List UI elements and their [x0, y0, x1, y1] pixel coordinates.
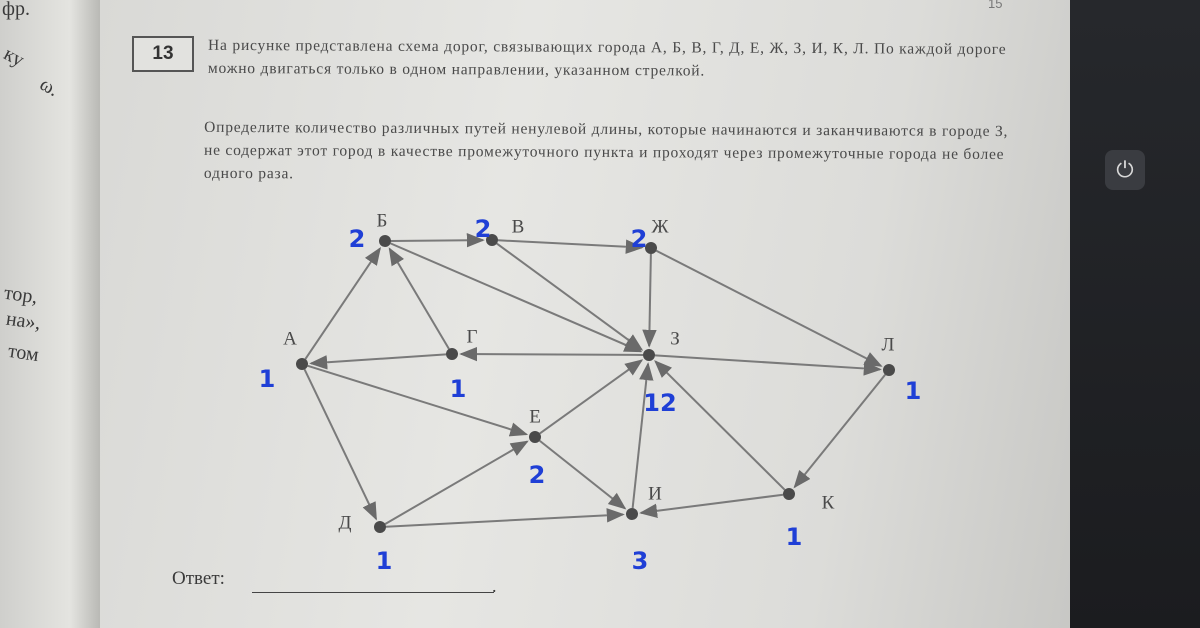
city-label-b: Б: [377, 210, 388, 231]
road-arrow-b-z: [390, 242, 643, 353]
road-arrow-v-z: [496, 242, 644, 351]
city-node-a: [296, 358, 308, 370]
handwritten-count-b: 2: [349, 225, 366, 253]
city-label-a: А: [283, 328, 297, 349]
road-arrow-i-z: [631, 362, 654, 509]
workbook-page: 15 13 На рисунке представлена схема доро…: [100, 0, 1080, 628]
road-arrow-k-i: [639, 493, 784, 518]
road-arrow-a-d: [303, 368, 378, 521]
road-arrow-k-z: [654, 360, 786, 491]
road-arrow-z-g: [459, 346, 644, 362]
handwritten-count-d: 1: [376, 547, 393, 575]
city-label-i: И: [648, 483, 662, 504]
road-arrow-zh-l: [655, 249, 883, 367]
city-label-k: К: [822, 492, 835, 513]
handwritten-count-i: 3: [632, 547, 649, 575]
handwritten-count-v: 2: [475, 215, 492, 243]
left-fragment: фр.: [2, 0, 30, 20]
city-label-v: В: [512, 216, 525, 237]
city-label-g: Г: [467, 326, 478, 347]
task-number-box: 13: [132, 36, 194, 72]
city-label-e: Е: [529, 406, 541, 427]
city-node-v: [486, 234, 498, 246]
road-arrow-v-zh: [497, 239, 644, 254]
answer-label: Ответ:: [172, 568, 225, 589]
city-node-b: [379, 235, 391, 247]
road-arrow-l-k: [793, 374, 887, 489]
handwritten-count-l: 1: [905, 377, 922, 405]
road-arrow-b-v: [390, 233, 485, 248]
handwritten-count-k: 1: [786, 523, 803, 551]
handwritten-count-e: 2: [529, 461, 546, 489]
city-node-zh: [645, 242, 657, 254]
road-arrow-e-i: [539, 439, 627, 510]
city-node-i: [626, 508, 638, 520]
road-arrow-d-e: [384, 440, 529, 525]
laptop-edge: [1070, 0, 1200, 628]
city-node-k: [783, 488, 795, 500]
city-node-g: [446, 348, 458, 360]
answer-period: .: [492, 576, 497, 596]
road-arrow-zh-z: [642, 253, 657, 348]
road-arrow-e-z: [539, 359, 644, 435]
city-label-l: Л: [882, 334, 895, 355]
road-arrow-g-a: [309, 353, 447, 370]
road-arrow-g-b: [388, 247, 450, 350]
road-arrow-a-b: [304, 246, 381, 360]
road-arrow-d-i: [385, 508, 625, 528]
page-number: 15: [988, 0, 1003, 11]
city-label-d: Д: [339, 512, 352, 533]
road-arrow-a-e: [307, 364, 529, 437]
road-arrow-z-l: [654, 354, 882, 376]
answer-blank[interactable]: [252, 592, 494, 593]
city-label-z: З: [670, 328, 680, 349]
city-label-zh: Ж: [651, 216, 669, 237]
handwritten-count-a: 1: [259, 365, 276, 393]
handwritten-count-g: 1: [450, 375, 467, 403]
city-node-z: [643, 349, 655, 361]
left-page-edge: фр. ку ω. тор, на», том: [0, 0, 100, 628]
city-node-l: [883, 364, 895, 376]
handwritten-count-z: 12: [643, 389, 676, 417]
city-node-e: [529, 431, 541, 443]
power-icon: ⏻: [1105, 150, 1145, 190]
city-node-d: [374, 521, 386, 533]
handwritten-count-zh: 2: [631, 225, 648, 253]
